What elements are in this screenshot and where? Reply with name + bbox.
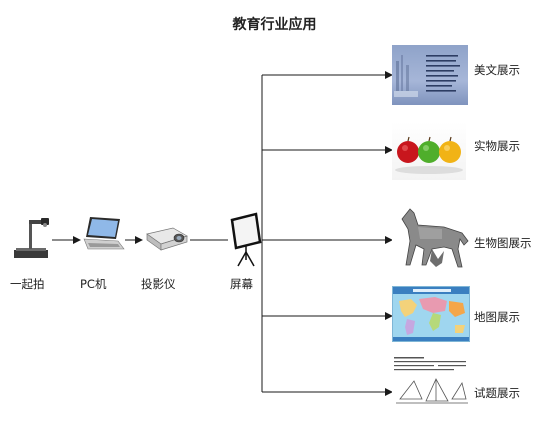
object-thumbnail <box>392 122 466 180</box>
document-camera-icon <box>14 218 49 258</box>
output-label-exam: 试题展示 <box>474 386 520 400</box>
projector-icon <box>146 227 188 251</box>
biology-thumbnail <box>392 205 472 273</box>
chain-label-projector: 投影仪 <box>141 277 176 291</box>
output-label-essay: 美文展示 <box>474 63 520 77</box>
chain-label-camera: 一起拍 <box>10 277 45 291</box>
exam-thumbnail <box>392 355 470 411</box>
map-thumbnail <box>392 286 470 342</box>
essay-thumbnail <box>392 45 468 105</box>
output-label-biology: 生物图展示 <box>474 236 532 250</box>
chain-label-screen: 屏幕 <box>230 277 253 291</box>
chain-label-pc: PC机 <box>80 277 107 291</box>
output-label-object: 实物展示 <box>474 139 520 153</box>
projection-screen-icon <box>230 212 262 267</box>
laptop-icon <box>83 217 125 250</box>
diagram-title: 教育行业应用 <box>232 17 317 33</box>
output-label-map: 地图展示 <box>474 310 520 324</box>
